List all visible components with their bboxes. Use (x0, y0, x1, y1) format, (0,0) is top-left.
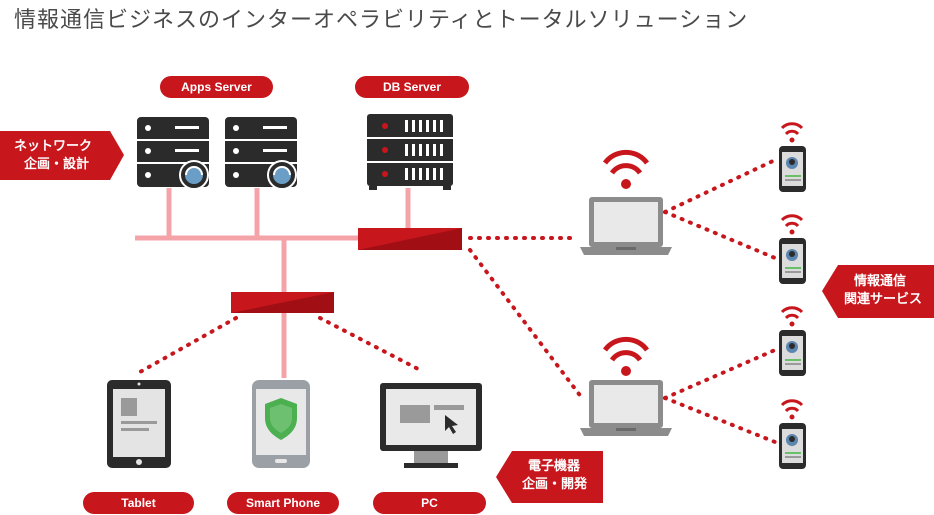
network-callout: ネットワーク 企画・設計 (14, 138, 92, 174)
electronics-callout-line2: 企画・開発 (522, 477, 588, 492)
electronics-callout-line1: 電子機器 (528, 459, 581, 474)
ict-callout-line1: 情報通信 (854, 274, 907, 289)
sub-switch (231, 292, 334, 313)
smartphone-label: Smart Phone (227, 492, 339, 514)
laptop-top (580, 149, 672, 255)
network-callout-line1: ネットワーク (14, 139, 93, 154)
pc-device (380, 383, 482, 468)
phone-3 (779, 306, 806, 376)
tablet-label: Tablet (83, 492, 194, 514)
db-server (367, 114, 453, 190)
phone-2 (779, 214, 806, 284)
apps-server-label: Apps Server (160, 76, 273, 98)
tablet-device (107, 380, 171, 468)
smartphone-device (252, 380, 310, 468)
apps-server-1 (137, 117, 209, 190)
wired-links (135, 188, 462, 378)
phone-4 (779, 399, 806, 469)
network-callout-line2: 企画・設計 (24, 157, 90, 172)
electronics-callout: 電子機器 企画・開発 (522, 458, 587, 494)
page-title: 情報通信ビジネスのインターオペラビリティとトータルソリューション (14, 8, 749, 33)
network-callout-shape (0, 131, 124, 180)
phone-1 (779, 122, 806, 192)
ict-callout-shape (822, 265, 934, 318)
main-switch (358, 228, 462, 250)
ict-callout-line2: 関連サービス (844, 292, 923, 307)
wireless-links (138, 158, 777, 444)
pc-label: PC (373, 492, 486, 514)
electronics-callout-shape (496, 451, 603, 503)
apps-server-2 (225, 117, 297, 190)
laptop-bottom (580, 336, 672, 436)
db-server-label: DB Server (355, 76, 469, 98)
ict-services-callout: 情報通信 関連サービス (844, 273, 922, 309)
